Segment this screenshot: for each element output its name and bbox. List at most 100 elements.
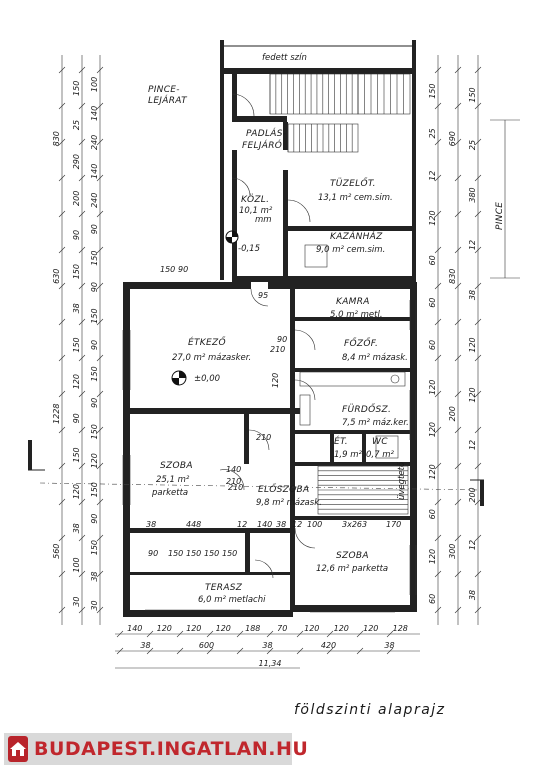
room-kozl-area: 10,1 m² — [239, 206, 273, 216]
right-dim-mid: 150 — [468, 87, 477, 102]
dim-tick — [474, 282, 482, 290]
left-dim-inner: 140 — [90, 106, 99, 121]
header-note: fedett szín — [262, 53, 307, 63]
inner-dim: 3x263 — [342, 520, 367, 529]
bottom-dim-1: 188 — [245, 624, 260, 633]
dim-tick — [96, 426, 104, 434]
dim-tick — [266, 647, 274, 655]
right-dim-outer: 690 — [448, 131, 457, 146]
dim-tick — [96, 498, 104, 506]
dim-tick — [78, 282, 86, 290]
dim-tick — [326, 647, 334, 655]
dim-tick — [96, 570, 104, 578]
room-etkezo-level: ±0,00 — [194, 374, 220, 384]
inner-dim: 140 — [226, 465, 241, 474]
dim-tick — [434, 534, 442, 542]
left-dim-mid: 100 — [72, 557, 81, 572]
level-marker-kozl — [225, 230, 239, 244]
dim-tick — [266, 630, 274, 638]
dim-tick — [78, 102, 86, 110]
dim-tick — [206, 630, 214, 638]
dim-tick — [474, 426, 482, 434]
inner-dim: 100 — [307, 520, 322, 529]
dim-tick — [96, 462, 104, 470]
dim-tick — [58, 102, 66, 110]
dim-tick — [78, 354, 86, 362]
left-dim-inner: 30 — [90, 600, 99, 610]
inner-dim: 140 — [257, 520, 272, 529]
inner-dim: 150 — [168, 549, 183, 558]
dim-tick — [434, 426, 442, 434]
level-marker-etkezo — [171, 370, 187, 386]
room-pince-lejarat-2: LEJÁRAT — [148, 94, 188, 106]
inner-dim: 38 — [146, 520, 156, 529]
stair-outline — [287, 123, 359, 153]
room-padlas-feljaro-2: FELJÁRÓ — [242, 139, 282, 151]
left-dim-inner: 150 — [90, 366, 99, 381]
dim-tick — [474, 174, 482, 182]
left-dim-inner: 240 — [90, 193, 99, 208]
stair-hatching — [269, 73, 411, 515]
room-terasz-name: TERASZ — [205, 583, 243, 593]
dim-tick — [454, 318, 462, 326]
right-dim-outer: 830 — [448, 269, 457, 284]
room-szoba1-name: SZOBA — [160, 461, 193, 471]
dim-tick — [78, 174, 86, 182]
dim-tick — [296, 647, 304, 655]
inner-dim: 12 — [292, 520, 302, 529]
dimension-lines — [28, 55, 520, 669]
dim-tick — [96, 354, 104, 362]
dim-tick — [58, 282, 66, 290]
dim-tick — [58, 354, 66, 362]
bottom-dim-1: 70 — [277, 624, 287, 633]
dim-tick — [454, 426, 462, 434]
dim-tick — [58, 138, 66, 146]
dim-tick — [386, 647, 394, 655]
dim-tick — [434, 282, 442, 290]
dim-tick — [96, 534, 104, 542]
room-kozl-level: -0,15 — [238, 244, 260, 254]
dimension-numbers: 8306301228560150252902009015038150120901… — [52, 77, 477, 668]
dim-tick — [78, 534, 86, 542]
room-terasz-area: 6,0 m² metlachi — [198, 595, 266, 605]
dim-tick — [146, 630, 154, 638]
bottom-dim-1: 128 — [393, 624, 408, 633]
inner-dim: 90 — [148, 549, 158, 558]
bottom-dim-1: 120 — [334, 624, 349, 633]
dim-tick — [434, 138, 442, 146]
inner-dim: 210 — [270, 345, 285, 354]
left-dim-inner: 240 — [90, 135, 99, 150]
right-dim-mid: 12 — [468, 540, 477, 550]
left-dim-inner: 38 — [90, 571, 99, 581]
dim-tick — [474, 210, 482, 218]
dim-tick — [58, 534, 66, 542]
bottom-dim-1: 120 — [157, 624, 172, 633]
dim-tick — [96, 282, 104, 290]
dim-tick — [78, 570, 86, 578]
room-kozl-name: KÖZL. — [241, 194, 269, 205]
dim-tick — [96, 390, 104, 398]
bottom-dim-2: 38 — [262, 641, 272, 650]
bottom-dim-2: 38 — [140, 641, 150, 650]
room-wc-area: 0,7 m² — [366, 450, 394, 460]
inner-dim: 150 — [160, 265, 175, 274]
inner-dim: 150 — [222, 549, 237, 558]
dim-tick — [58, 66, 66, 74]
room-kamra-name: KAMRA — [336, 297, 370, 307]
dim-tick — [78, 246, 86, 254]
right-dim-inner: 60 — [428, 509, 437, 519]
room-szoba2-name: SZOBA — [336, 551, 369, 561]
left-dim-inner: 150 — [90, 540, 99, 555]
fixtures — [299, 244, 406, 459]
dim-tick — [96, 138, 104, 146]
left-dim-mid: 120 — [72, 484, 81, 499]
room-eloszoba-name: ELŐSZOBA — [258, 484, 309, 495]
dim-tick — [236, 647, 244, 655]
dimension-ticks — [58, 66, 482, 655]
dim-tick — [386, 630, 394, 638]
inner-dim: 210 — [226, 477, 241, 486]
dim-tick — [236, 630, 244, 638]
dim-tick — [454, 390, 462, 398]
dim-tick — [454, 174, 462, 182]
dim-tick — [58, 462, 66, 470]
